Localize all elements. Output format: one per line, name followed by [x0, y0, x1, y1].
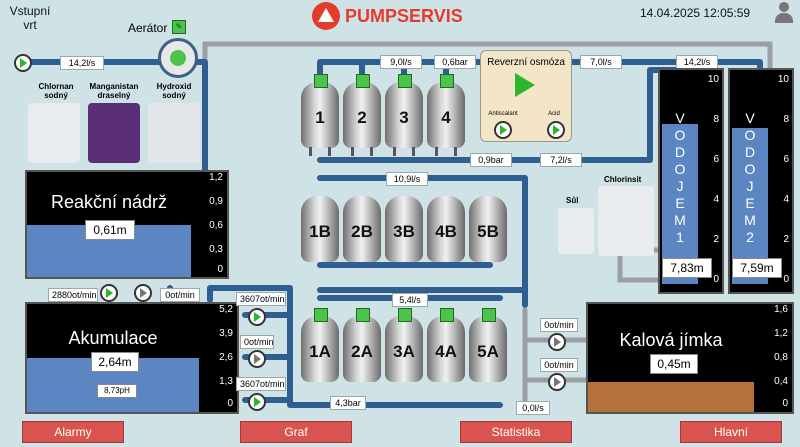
reaction-tank[interactable]: Reakční nádrž 0,61m 1,2 0,9 0,6 0,3 0	[25, 170, 229, 279]
vodojem1-scale: 10 8 6 4 2 0	[707, 74, 719, 285]
filter-tank-4a[interactable]: 4A	[427, 308, 465, 390]
vodojem2-value: 7,59m	[732, 258, 782, 278]
aerator-label: Aerátor	[128, 21, 168, 35]
ro-antiscalant-pump-icon[interactable]	[494, 121, 512, 139]
flow-mid-bar: 0,9bar	[470, 153, 512, 167]
user-icon[interactable]	[775, 2, 793, 24]
accum-right-pump1-rpm: 3607ot/min	[236, 292, 286, 306]
accum-value: 2,64m	[91, 352, 139, 372]
aerator-valve-icon[interactable]: ✎	[172, 20, 186, 34]
logo-triangle-icon	[318, 8, 334, 22]
filter-tank-2b[interactable]: 2B	[343, 188, 381, 270]
well-label: Vstupní vrt	[6, 4, 54, 32]
accum-right-pump3-rpm: 3607ot/min	[236, 377, 286, 391]
accum-right-pump1-icon[interactable]	[248, 308, 266, 326]
flow-bottom-bar: 4,3bar	[330, 396, 366, 410]
filter-tank-4b[interactable]: 4B	[427, 188, 465, 270]
accum-pump1-icon[interactable]	[100, 284, 118, 302]
sludge-title: Kalová jímka	[619, 330, 723, 350]
filter-tank-2a[interactable]: 2A	[343, 308, 381, 390]
logo-icon	[312, 2, 340, 30]
flow-top4: 14,2l/s	[676, 55, 718, 69]
well-label-line2: vrt	[23, 18, 37, 32]
flow-a: 5,4l/s	[392, 293, 428, 307]
statistics-button[interactable]: Statistika	[460, 421, 572, 443]
filter-tank-1a[interactable]: 1A	[301, 308, 339, 390]
accum-pump2-rpm: 0ot/min	[160, 288, 200, 302]
filter-tank-5b[interactable]: 5B	[469, 188, 507, 270]
flow-b: 10,9l/s	[386, 172, 428, 186]
inlet-flow: 14,2l/s	[60, 56, 104, 70]
sludge-pump1-icon[interactable]	[548, 333, 566, 351]
salt-label: Sůl	[566, 196, 579, 205]
vodojem1-level-fill	[662, 124, 698, 284]
filter-tank-4[interactable]: 4	[427, 74, 465, 156]
logo: PUMPSERVIS	[312, 2, 492, 32]
ro-acid-pump-icon[interactable]	[547, 121, 565, 139]
chemical-label-1: Chlornan sodný	[38, 82, 74, 100]
accum-pump2-icon[interactable]	[134, 284, 152, 302]
chemical-label-2: Manganistan draselný	[89, 82, 139, 100]
vodojem1-value: 7,83m	[662, 258, 712, 278]
filter-tank-5a[interactable]: 5A	[469, 308, 507, 390]
inlet-pump-icon[interactable]	[14, 54, 32, 72]
sludge-scale: 1,6 1,2 0,8 0,4 0	[774, 304, 788, 409]
flow-top3: 7,0l/s	[580, 55, 622, 69]
ro-play-icon[interactable]	[515, 73, 535, 97]
filter-tank-1[interactable]: 1	[301, 74, 339, 156]
logo-text: PUMPSERVIS	[345, 6, 463, 26]
filter-tank-3[interactable]: 3	[385, 74, 423, 156]
chemical-bag-3	[148, 103, 200, 163]
accum-right-pump3-icon[interactable]	[248, 393, 266, 411]
flow-top1: 9,0l/s	[380, 55, 422, 69]
accum-title: Akumulace	[68, 328, 158, 348]
reaction-scale: 1,2 0,9 0,6 0,3 0	[209, 172, 223, 275]
graph-button[interactable]: Graf	[240, 421, 352, 443]
flow-top2: 0,6bar	[434, 55, 476, 69]
chlorinsit-bag	[598, 186, 654, 256]
sludge-pump2-rpm: 0ot/min	[540, 358, 578, 372]
ro-title: Reverzní osmóza	[487, 57, 565, 68]
chemical-bag-1	[28, 103, 80, 163]
filter-tank-3a[interactable]: 3A	[385, 308, 423, 390]
datetime: 14.04.2025 12:05:59	[640, 6, 751, 20]
accum-right-pump2-icon[interactable]	[248, 350, 266, 368]
well-label-line1: Vstupní	[9, 4, 51, 18]
salt-bag	[558, 208, 594, 254]
accum-right-pump2-rpm: 0ot/min	[240, 335, 274, 349]
filter-tank-2[interactable]: 2	[343, 74, 381, 156]
accum-pump1-rpm: 2880ot/min	[48, 288, 98, 302]
accum-tank[interactable]: Akumulace 2,64m 8,73pH 5,2 3,9 2,6 1,3 0	[25, 302, 239, 414]
ro-antiscalant-label: Antiscalant	[488, 111, 518, 117]
flow-mid: 7,2l/s	[540, 153, 582, 167]
sludge-pump2-icon[interactable]	[548, 373, 566, 391]
accum-ph: 8,73pH	[97, 384, 137, 398]
sludge-pump1-rpm: 0ot/min	[540, 318, 578, 332]
chemical-label-3: Hydroxid sodný	[156, 82, 192, 100]
main-button[interactable]: Hlavní	[680, 421, 782, 443]
filter-tank-1b[interactable]: 1B	[301, 188, 339, 270]
alarms-button[interactable]: Alarmy	[22, 421, 124, 443]
sludge-value: 0,45m	[650, 354, 698, 374]
sludge-pit[interactable]: Kalová jímka 0,45m 1,6 1,2 0,8 0,4 0	[586, 302, 794, 414]
reaction-title: Reakční nádrž	[50, 192, 168, 212]
ro-acid-label: Acid	[548, 111, 560, 117]
aerator-icon[interactable]	[158, 38, 198, 78]
accum-scale: 5,2 3,9 2,6 1,3 0	[219, 304, 233, 409]
chemical-bag-2	[88, 103, 140, 163]
reaction-value: 0,61m	[85, 220, 135, 240]
reverse-osmosis-unit[interactable]: Reverzní osmóza Antiscalant Acid	[480, 50, 572, 142]
vodojem2-scale: 10 8 6 4 2 0	[777, 74, 789, 285]
filter-tank-3b[interactable]: 3B	[385, 188, 423, 270]
chlorinsit-label: Chlorinsit	[604, 175, 642, 184]
sludge-level-fill	[588, 382, 754, 412]
flow-sludge: 0,0l/s	[516, 401, 550, 415]
